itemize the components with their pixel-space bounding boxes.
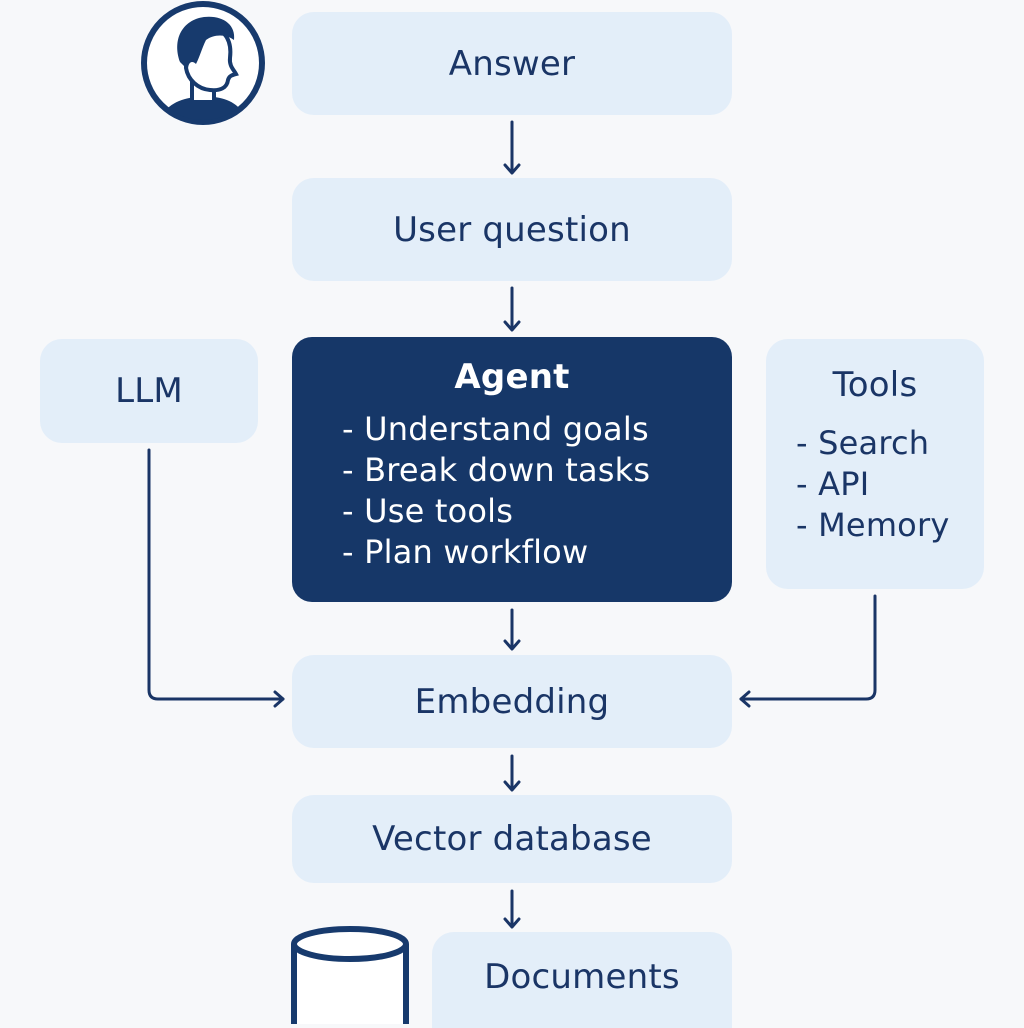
arrow-tools-to-embedding: [739, 594, 877, 701]
agent-item: - Plan workflow: [342, 533, 589, 571]
documents-label: Documents: [484, 957, 680, 997]
agent-item: - Use tools: [342, 492, 514, 530]
tools-item: - API: [796, 465, 870, 503]
documents-node: Documents: [432, 932, 732, 1028]
embedding-label: Embedding: [414, 681, 610, 722]
arrow-llm-to-embedding: [147, 448, 285, 701]
tools-list: - Search - API - Memory: [796, 423, 949, 546]
agent-node: Agent - Understand goals - Break down ta…: [292, 337, 732, 602]
vector-database-node: Vector database: [292, 795, 732, 883]
vector-database-label: Vector database: [372, 819, 652, 859]
answer-label: Answer: [448, 43, 576, 84]
embedding-node: Embedding: [292, 655, 732, 748]
agent-item: - Break down tasks: [342, 451, 651, 489]
llm-label: LLM: [115, 371, 183, 411]
tools-node: Tools - Search - API - Memory: [766, 339, 984, 589]
agent-title: Agent: [454, 357, 570, 397]
tools-title: Tools: [832, 365, 918, 405]
llm-node: LLM: [40, 339, 258, 443]
agent-capabilities-list: - Understand goals - Break down tasks - …: [342, 409, 650, 573]
agent-item: - Understand goals: [342, 410, 649, 448]
tools-item: - Memory: [796, 506, 950, 544]
answer-node: Answer: [292, 12, 732, 115]
user-question-node: User question: [292, 178, 732, 281]
user-question-label: User question: [393, 209, 631, 250]
database-cylinder-icon: [291, 926, 409, 1024]
tools-item: - Search: [796, 424, 930, 462]
